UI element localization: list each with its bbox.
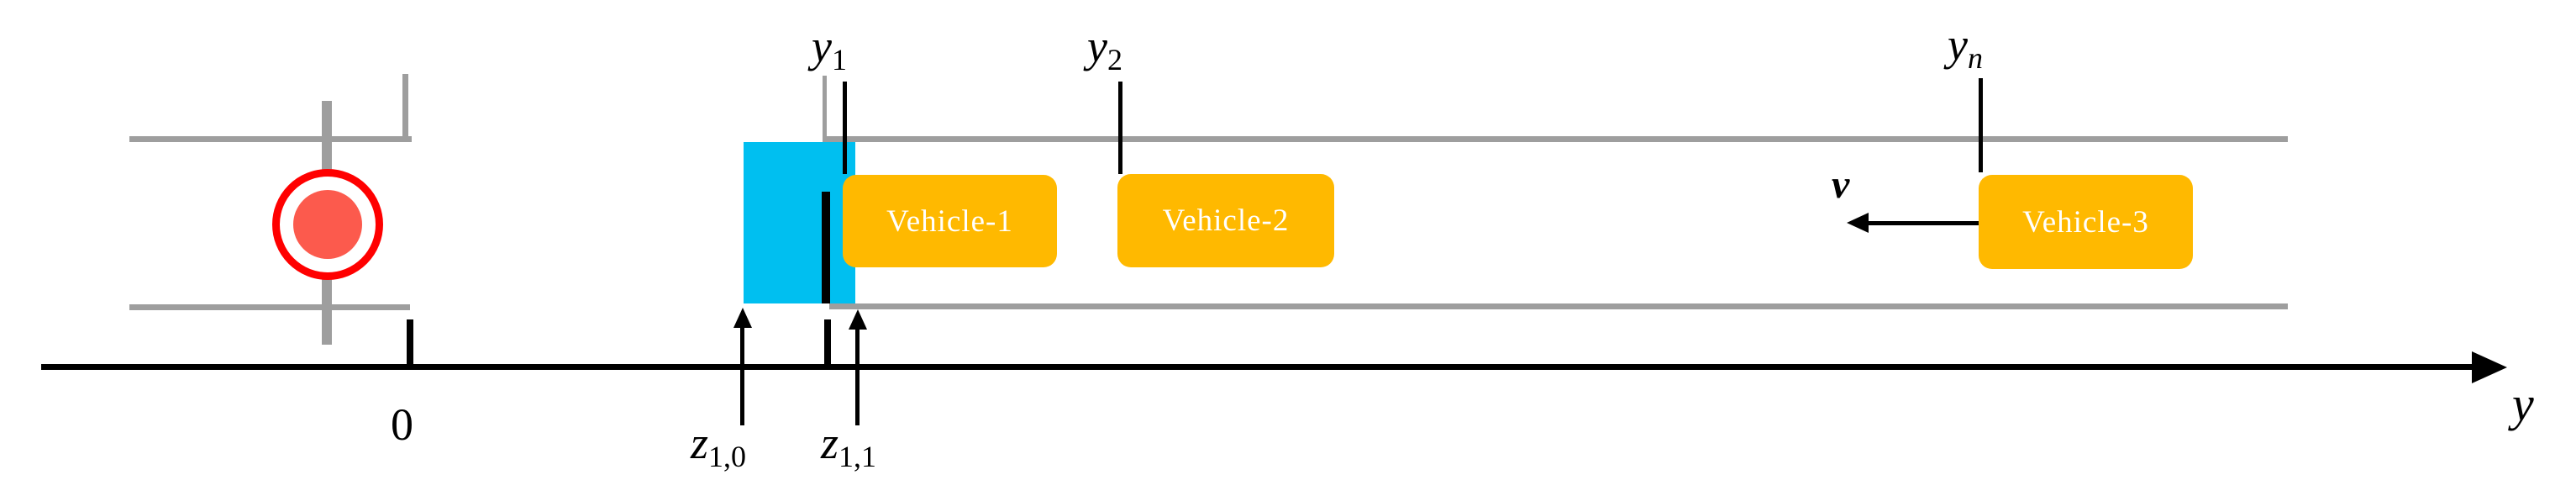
signal-bracket-line — [402, 74, 408, 142]
origin-tick — [407, 319, 413, 364]
vehicle-3-box: Vehicle-3 — [1979, 175, 2193, 269]
yn-label: yn — [1948, 19, 1983, 75]
velocity-arrow-line — [1867, 221, 1979, 225]
lane-line-left-top — [129, 136, 412, 142]
lane-corner-stub-line — [823, 76, 827, 142]
stop-bar — [822, 192, 830, 303]
vehicle-2-box: Vehicle-2 — [1117, 174, 1334, 267]
y-axis-label: y — [2512, 377, 2534, 431]
right-arrowhead-icon — [2472, 351, 2507, 383]
red-signal-core-icon — [293, 190, 362, 259]
vehicle-1-box: Vehicle-1 — [843, 175, 1057, 267]
z10-label: z1,0 — [691, 418, 747, 473]
up-arrowhead-icon — [849, 309, 867, 330]
velocity-label: v — [1832, 162, 1850, 207]
y2-label: y2 — [1087, 21, 1122, 77]
z11-label: z1,1 — [821, 418, 877, 473]
red-signal-light-icon — [272, 169, 383, 280]
y1-marker-line — [843, 82, 847, 174]
y-axis-line — [41, 364, 2478, 370]
left-arrowhead-icon — [1847, 213, 1869, 233]
vehicle-2-label: Vehicle-2 — [1162, 203, 1290, 238]
z10-arrow-line — [740, 326, 744, 425]
lane-line-left-bottom — [129, 304, 410, 310]
z-boundary-tick — [824, 319, 831, 364]
y1-label: y1 — [812, 21, 847, 77]
z11-arrow-line — [855, 328, 860, 425]
lane-line-top — [825, 136, 2288, 142]
vehicle-3-label: Vehicle-3 — [2022, 204, 2149, 240]
up-arrowhead-icon — [733, 308, 752, 328]
lane-line-bottom — [829, 303, 2288, 309]
vehicle-1-label: Vehicle-1 — [886, 203, 1013, 239]
yn-marker-line — [1979, 78, 1983, 172]
occupied-region — [744, 142, 855, 303]
y2-marker-line — [1118, 82, 1122, 174]
origin-label: 0 — [391, 399, 413, 450]
